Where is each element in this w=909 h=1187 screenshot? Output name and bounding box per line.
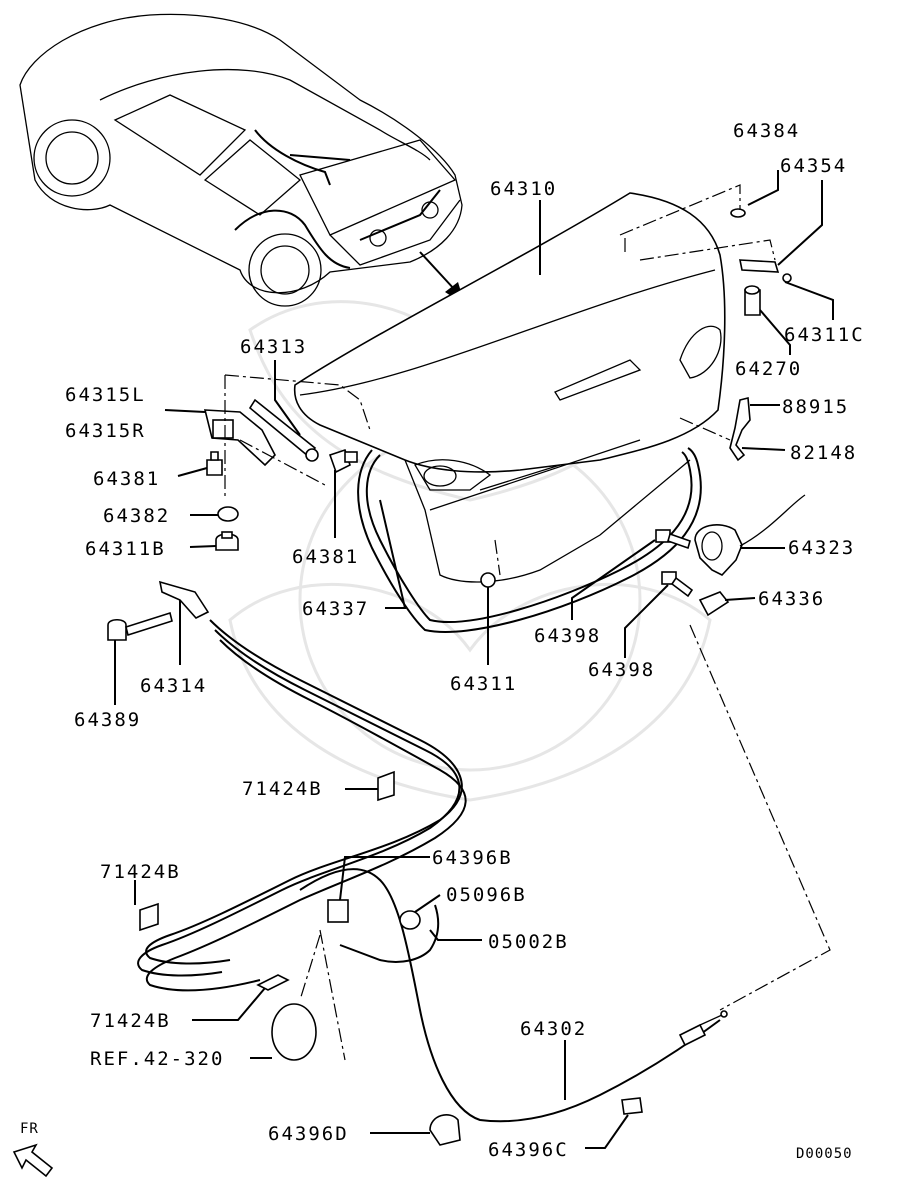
latch-parts [619,184,806,617]
fr-label: FR [20,1121,39,1137]
diagram-code: D00050 [796,1146,853,1162]
weatherstrip-illustration [357,447,702,633]
label-64314: 64314 [140,675,207,697]
label-71424B-a: 71424B [242,778,323,800]
label-64337: 64337 [302,598,369,620]
label-64313: 64313 [240,336,307,358]
label-64398-b: 64398 [588,659,655,681]
car-overview-illustration [19,13,463,307]
label-64315R: 64315R [65,420,146,442]
label-64398-a: 64398 [534,625,601,647]
hinge-and-strut-parts [107,398,496,641]
label-05096B: 05096B [446,884,527,906]
label-64396D: 64396D [268,1123,349,1145]
label-88915: 88915 [782,396,849,418]
label-64381-b: 64381 [292,546,359,568]
front-direction-indicator: FR [12,1121,54,1178]
label-64311C: 64311C [784,324,865,346]
leader-lines [114,170,834,1149]
label-64381-a: 64381 [93,468,160,490]
label-64382: 64382 [103,505,170,527]
label-05002B: 05002B [488,931,569,953]
release-cable-illustration [137,619,728,1146]
label-64336: 64336 [758,588,825,610]
label-64310: 64310 [490,178,557,200]
front-arrow-icon [12,1143,54,1178]
label-64396B: 64396B [432,847,513,869]
label-71424B-b: 71424B [100,861,181,883]
label-64270: 64270 [735,358,802,380]
label-64354: 64354 [780,155,847,177]
label-64323: 64323 [788,537,855,559]
label-ref-42-320: REF.42-320 [90,1048,224,1070]
label-64315L: 64315L [65,384,146,406]
label-71424B-c: 71424B [90,1010,171,1032]
label-82148: 82148 [790,442,857,464]
label-64384: 64384 [733,120,800,142]
label-64311: 64311 [450,673,517,695]
label-64396C: 64396C [488,1139,569,1161]
guide-lines [224,374,831,1061]
trunk-lid-illustration [293,192,726,583]
label-64389: 64389 [74,709,141,731]
label-64311B: 64311B [85,538,166,560]
label-64302: 64302 [520,1018,587,1040]
part-labels: 64384 64354 64310 64311C 64270 64313 643… [65,120,865,1161]
